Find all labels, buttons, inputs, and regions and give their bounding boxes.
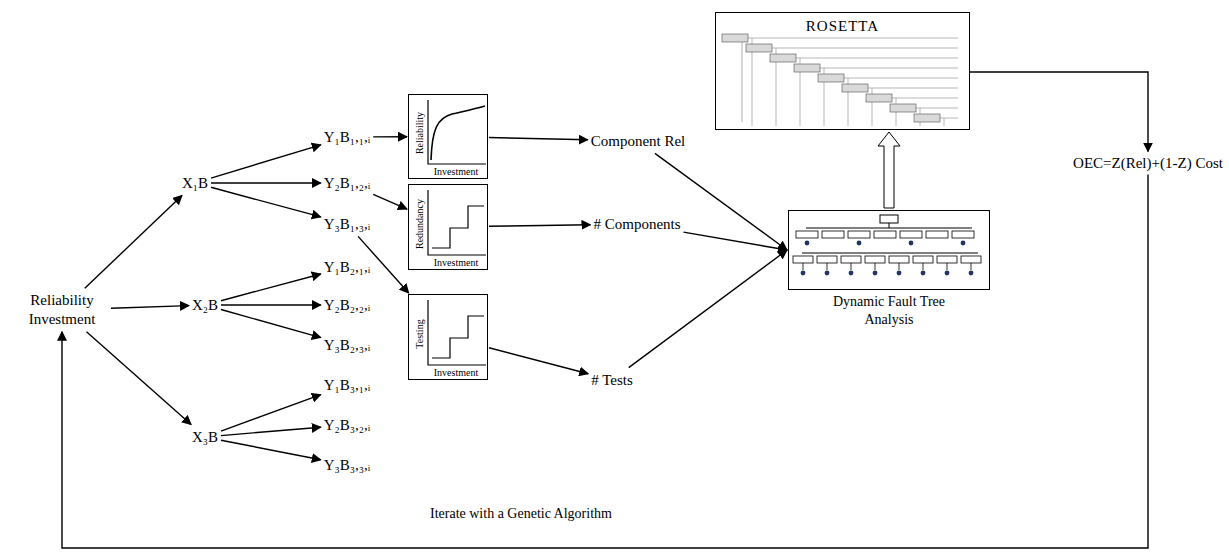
node-text: OEC=Z(Rel)+(1-Z) Cost [1073, 154, 1223, 173]
node-text: Redundancy [414, 199, 425, 249]
arrow-connector [221, 310, 321, 338]
node-text: Y₃B₃,₃,ᵢ [324, 456, 370, 475]
node-text: X₂B [192, 296, 218, 315]
node-text: Reliability Investment [16, 291, 108, 329]
arrow-connector [629, 250, 787, 368]
arrow-connector [221, 427, 321, 435]
text-node: OEC=Z(Rel)+(1-Z) Cost [1073, 154, 1223, 173]
node-text: Y₃B₁,₃,ᵢ [324, 215, 370, 234]
testing-steps [428, 300, 486, 365]
node-text: Y₁B₂,₁,ᵢ [324, 258, 370, 277]
text-node: Y₂B₁,₂,ᵢ [324, 174, 370, 193]
arrow-connector [655, 153, 787, 250]
rosetta-box: ROSETTA [715, 12, 970, 130]
text-node: # Tests [591, 371, 633, 390]
node-text: Investment [427, 257, 485, 268]
node-text: Reliability [414, 112, 425, 154]
text-node: Y₁B₁,₁,ᵢ [324, 128, 370, 147]
text-node: Y₂B₂,₂,ᵢ [324, 296, 370, 315]
arrow-connector [221, 274, 321, 301]
text-node: X₃B [192, 428, 218, 447]
text-node: Y₂B₃,₂,ᵢ [324, 416, 370, 435]
text-node: # Components [593, 215, 680, 234]
arrow-connector [373, 136, 407, 138]
node-text: Investment [427, 166, 485, 177]
text-node: Y₁B₃,₁,ᵢ [324, 376, 370, 395]
node-text: Testing [414, 319, 425, 348]
text-node: Component Rel [591, 132, 686, 151]
node-text: Investment [427, 367, 485, 378]
node-text: Y₂B₃,₂,ᵢ [324, 416, 370, 435]
arrow-connector [221, 440, 321, 460]
text-node: Reliability Investment [16, 291, 108, 329]
arrow-connector [489, 348, 588, 374]
graph-box: RedundancyInvestment [408, 184, 488, 270]
node-text: Y₂B₁,₂,ᵢ [324, 174, 370, 193]
node-text: # Tests [591, 371, 633, 390]
graph-box: TestingInvestment [408, 294, 488, 380]
arrow-connector [373, 194, 407, 209]
node-text: ROSETTA [716, 18, 969, 35]
arrow-connector [878, 132, 900, 208]
arrow-connector [221, 395, 321, 432]
fault-tree-picture [793, 215, 981, 275]
graph-box: ReliabilityInvestment [408, 94, 488, 179]
node-text: Component Rel [591, 132, 686, 151]
arrow-connector [211, 182, 321, 183]
node-text: Dynamic Fault Tree Analysis [824, 293, 954, 328]
text-node: Y₁B₂,₁,ᵢ [324, 258, 370, 277]
arrow-connector [87, 332, 192, 425]
note-label: Iterate with a Genetic Algorithm [430, 506, 612, 522]
node-text: Y₂B₂,₂,ᵢ [324, 296, 370, 315]
reliability-curve [428, 100, 486, 164]
arrow-connector [211, 187, 321, 217]
text-node: X₂B [192, 296, 218, 315]
arrow-connector [211, 145, 321, 178]
text-node: Y₃B₁,₃,ᵢ [324, 215, 370, 234]
arrow-connector [62, 174, 1148, 548]
text-node: Y₃B₃,₃,ᵢ [324, 456, 370, 475]
node-text: # Components [593, 215, 680, 234]
node-text: X₃B [192, 428, 218, 447]
arrow-connector [85, 195, 182, 288]
text-node: Y₃B₂,₃,ᵢ [324, 336, 370, 355]
arrow-connector [221, 304, 321, 305]
redundancy-steps [428, 190, 486, 255]
arrow-connector [489, 138, 588, 140]
node-text: Y₁B₃,₁,ᵢ [324, 376, 370, 395]
arrow-connector [489, 225, 591, 227]
text-node: X₁B [182, 174, 208, 193]
fault-tree-box: Dynamic Fault Tree Analysis [788, 210, 990, 290]
node-text: X₁B [182, 174, 208, 193]
arrow-connector [684, 232, 788, 250]
rosetta-picture [722, 34, 958, 126]
node-text: Y₃B₂,₃,ᵢ [324, 336, 370, 355]
arrow-connector [970, 72, 1148, 152]
node-text: Y₁B₁,₁,ᵢ [324, 128, 370, 147]
arrow-connector [111, 306, 189, 309]
